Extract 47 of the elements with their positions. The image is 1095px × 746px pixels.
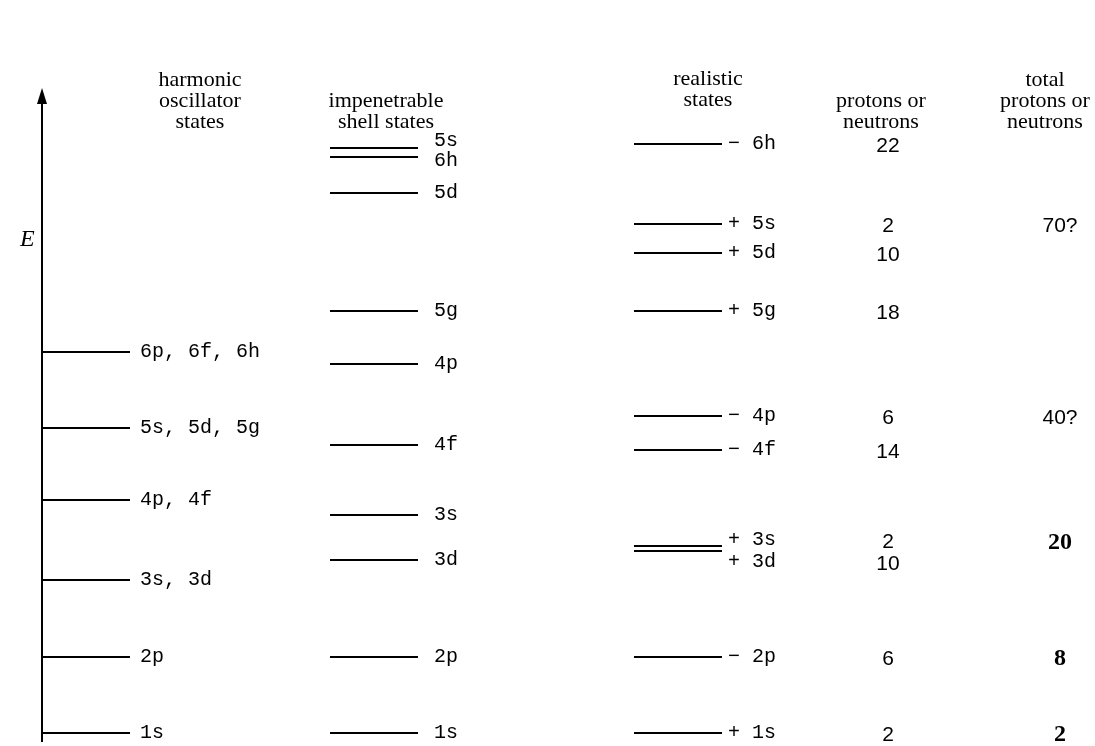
column-heading: impenetrable shell states	[327, 90, 444, 132]
column-heading: harmonic oscillator states	[157, 69, 243, 132]
level-label: − 2p	[728, 647, 776, 667]
level-label: − 4p	[728, 406, 776, 426]
level-label: 5s, 5d, 5g	[140, 418, 261, 438]
nucleon-count: 6	[882, 405, 894, 427]
level-label: 1s	[434, 723, 458, 743]
axis-label: E	[20, 226, 35, 250]
nucleon-count: 10	[876, 242, 900, 264]
level-label: 2p	[434, 647, 458, 667]
magic-number: 8	[1054, 645, 1066, 669]
nucleon-count: 22	[876, 133, 900, 155]
level-label: + 5s	[728, 214, 776, 234]
level-label: 6p, 6f, 6h	[140, 342, 261, 362]
column-heading: realistic states	[672, 68, 744, 110]
nucleon-count: 6	[882, 646, 894, 668]
level-label: − 4f	[728, 440, 776, 460]
nucleon-count: 40?	[1042, 405, 1078, 427]
level-label: 4p	[434, 354, 458, 374]
nucleon-count: 14	[876, 439, 900, 461]
level-label: − 6h	[728, 134, 776, 154]
level-label: 4p, 4f	[140, 490, 212, 510]
level-label: 6h	[434, 151, 458, 171]
nucleon-count: 70?	[1042, 213, 1078, 235]
nucleon-count: 18	[876, 300, 900, 322]
nucleon-count: 10	[876, 551, 900, 573]
level-label: 4f	[434, 435, 458, 455]
level-label: 1s	[140, 723, 164, 743]
column-heading: total protons or neutrons	[999, 69, 1091, 132]
magic-number: 2	[1054, 721, 1066, 745]
magic-number: 20	[1048, 529, 1072, 553]
level-label: 3d	[434, 550, 458, 570]
level-label: + 5g	[728, 301, 776, 321]
level-label: + 1s	[728, 723, 776, 743]
level-label: + 5d	[728, 243, 776, 263]
level-label: + 3s	[728, 530, 776, 550]
level-label: + 3d	[728, 552, 776, 572]
level-label: 2p	[140, 647, 164, 667]
column-heading: protons or neutrons	[835, 90, 927, 132]
level-label: 5s	[434, 131, 458, 151]
nucleon-count: 2	[882, 722, 894, 744]
nucleon-count: 2	[882, 529, 894, 551]
level-label: 5d	[434, 183, 458, 203]
nucleon-count: 2	[882, 213, 894, 235]
level-label: 3s, 3d	[140, 570, 212, 590]
level-label: 5g	[434, 301, 458, 321]
level-label: 3s	[434, 505, 458, 525]
